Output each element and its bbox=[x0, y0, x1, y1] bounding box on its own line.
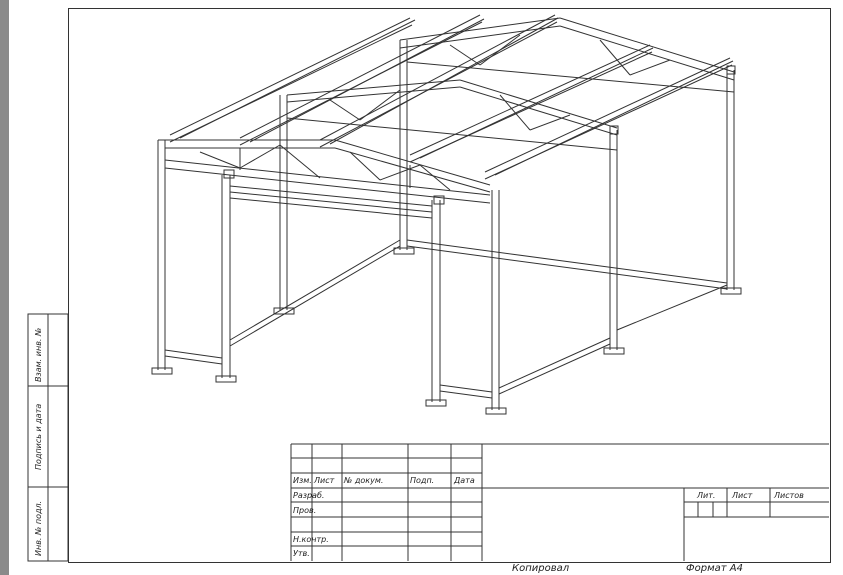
side-beams bbox=[229, 185, 433, 219]
drawing-frame bbox=[68, 8, 831, 563]
header-podp: Подп. bbox=[410, 476, 435, 485]
bottom-beams bbox=[164, 239, 728, 399]
header-list: Лист bbox=[314, 476, 335, 485]
header-n-dokum: № докум. bbox=[344, 476, 384, 485]
right-header-list: Лист bbox=[732, 491, 753, 500]
right-header-listov: Листов bbox=[774, 491, 804, 500]
row-utv: Утв. bbox=[293, 549, 310, 558]
footer-copied: Копировал bbox=[512, 563, 570, 574]
base-plates bbox=[151, 247, 742, 415]
row-n-kontr: Н.контр. bbox=[293, 535, 329, 544]
left-margin-bar bbox=[0, 0, 9, 575]
row-prov: Пров. bbox=[293, 506, 317, 515]
row-razrab: Разраб. bbox=[293, 491, 325, 500]
header-data: Дата bbox=[454, 476, 475, 485]
purlins bbox=[169, 14, 734, 180]
front-columns bbox=[157, 140, 500, 410]
column-caps bbox=[223, 65, 736, 205]
footer-format: Формат А4 bbox=[686, 563, 743, 574]
right-header-lit: Лит. bbox=[697, 491, 716, 500]
front-truss bbox=[158, 139, 491, 204]
header-izm: Изм. bbox=[293, 476, 312, 485]
drawing-sheet bbox=[9, 0, 843, 575]
